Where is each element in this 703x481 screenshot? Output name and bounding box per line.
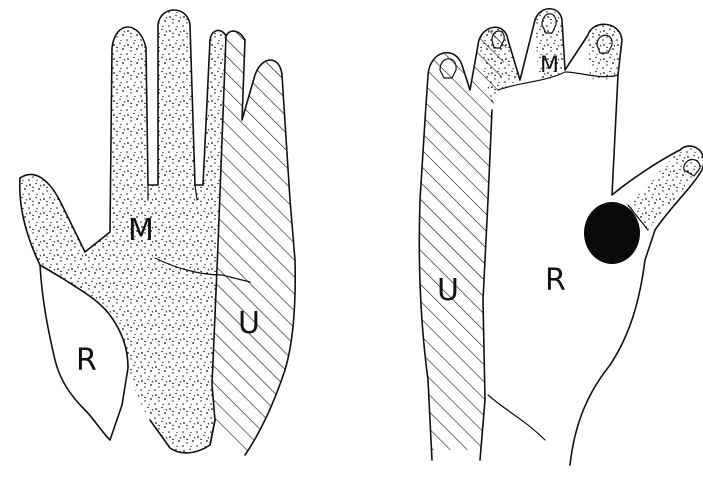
palmar-label-median: M [128, 213, 154, 248]
palmar-label-ulnar: U [238, 306, 260, 341]
palmar-hand [20, 10, 295, 455]
dorsal-hand [419, 9, 703, 465]
dorsal-label-median: M [540, 53, 559, 78]
dorsal-label-radial: R [545, 263, 566, 298]
palmar-label-radial: R [76, 343, 97, 378]
dorsal-label-ulnar: U [437, 273, 459, 308]
lesion-spot [584, 202, 640, 264]
